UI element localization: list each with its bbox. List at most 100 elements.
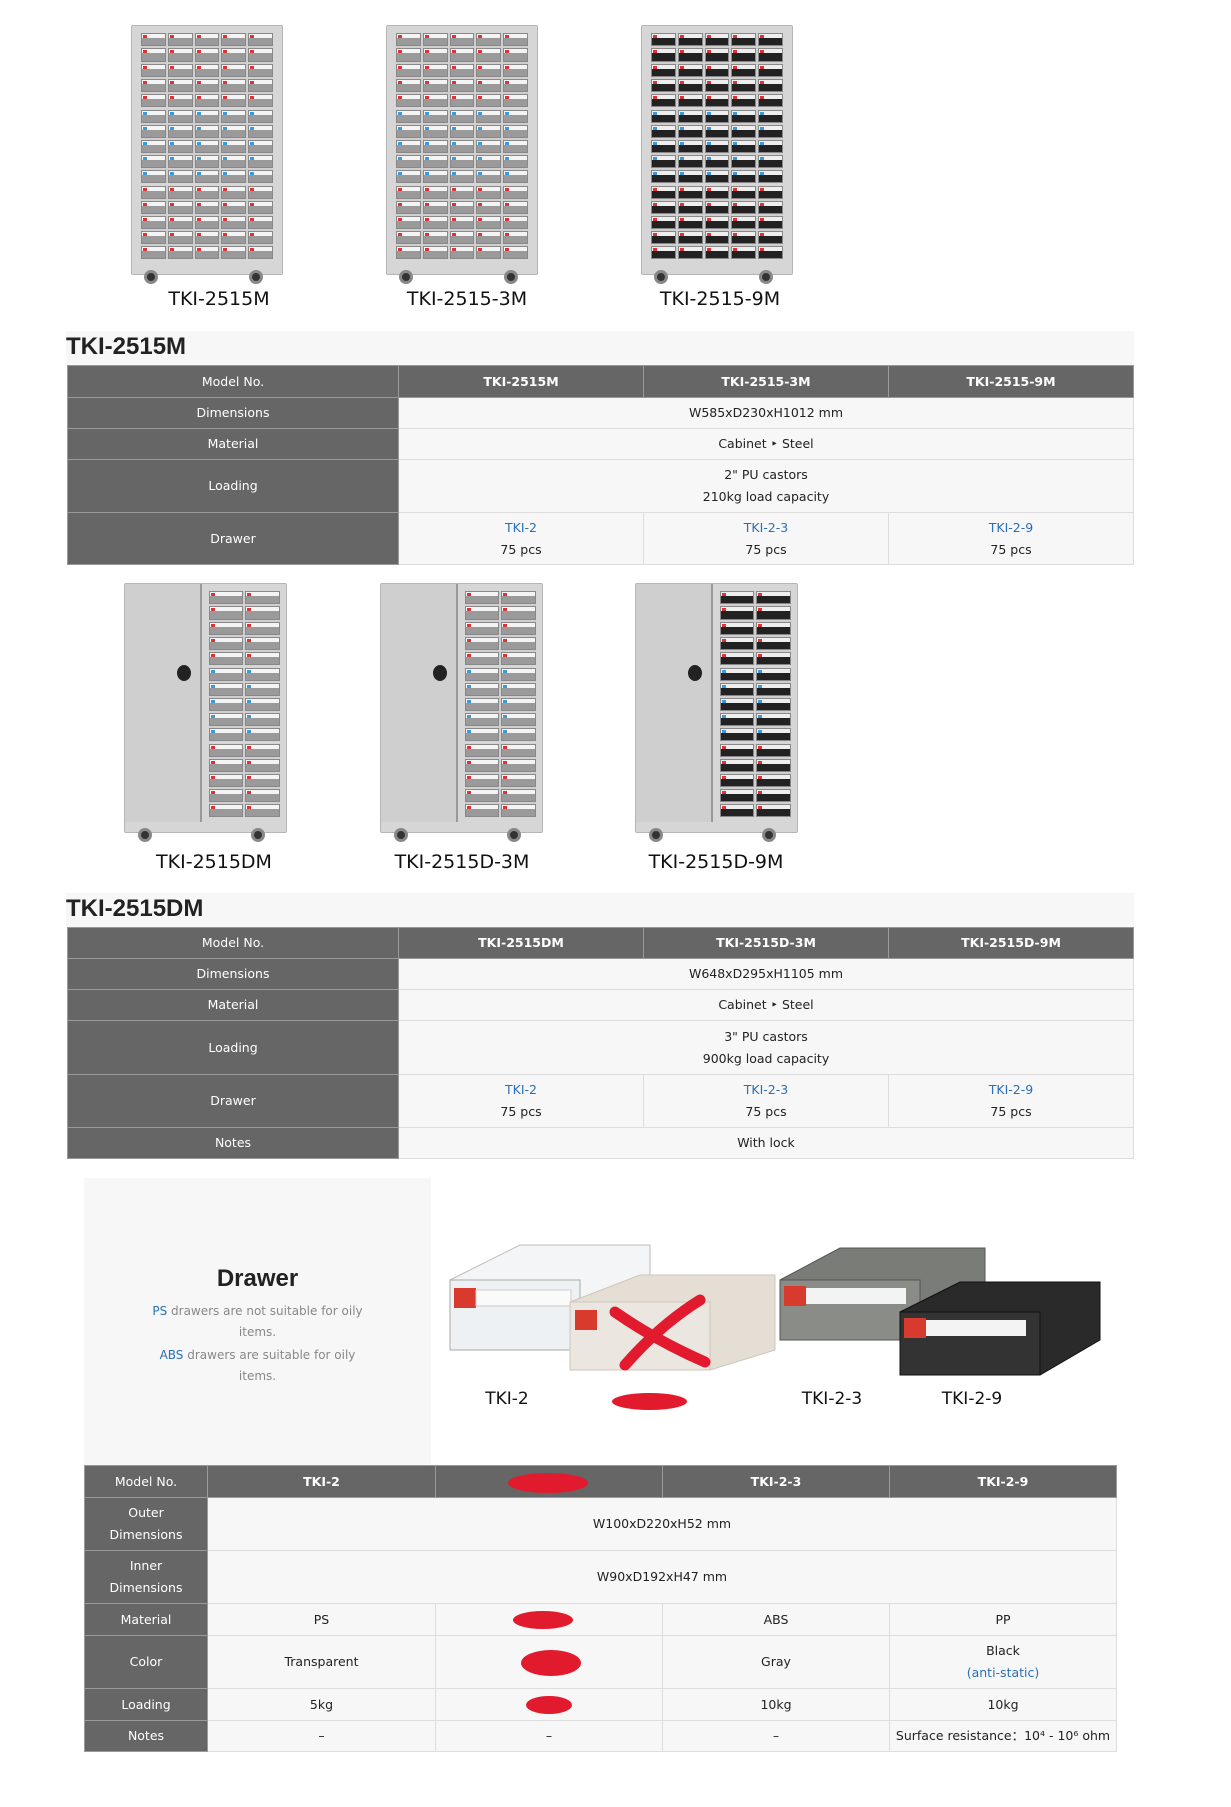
cabinet-drawer bbox=[503, 48, 528, 62]
abs-link[interactable]: ABS bbox=[159, 1348, 184, 1362]
cabinet-drawer bbox=[756, 789, 791, 803]
cabinet-image-tki-2515d-3m bbox=[380, 583, 543, 842]
cabinet-drawer bbox=[503, 109, 528, 123]
cabinet-drawer bbox=[476, 48, 502, 62]
cabinet-drawer bbox=[422, 124, 448, 138]
cabinet-drawer bbox=[731, 185, 757, 199]
cabinet-drawer bbox=[756, 727, 791, 741]
cabinet-drawer bbox=[141, 93, 166, 107]
cabinet-drawer bbox=[167, 231, 193, 245]
cabinet-drawer bbox=[464, 621, 500, 635]
drawer-link[interactable]: TKI-2-9 bbox=[988, 519, 1034, 535]
cabinet-drawer bbox=[464, 651, 500, 665]
cabinet-drawer bbox=[221, 216, 247, 230]
cabinet-drawer bbox=[221, 231, 247, 245]
redacted-cell bbox=[435, 1635, 663, 1689]
caster-wheel-icon bbox=[506, 828, 521, 842]
cabinet-drawer bbox=[449, 185, 475, 199]
cabinet-drawer bbox=[731, 93, 757, 107]
row-label-drawer: Drawer bbox=[67, 512, 399, 565]
cabinet-label: TKI-2515-3M bbox=[406, 288, 528, 310]
cabinet-drawer bbox=[719, 591, 755, 605]
cabinet-drawer bbox=[245, 591, 280, 605]
cabinet-drawer bbox=[503, 185, 528, 199]
header-model: TKI-2515D-3M bbox=[643, 927, 889, 959]
cabinet-drawer bbox=[194, 169, 220, 183]
drawer-section bbox=[396, 109, 528, 183]
cabinet-drawer bbox=[651, 200, 676, 214]
drawer-section bbox=[719, 591, 791, 665]
cabinet-drawer bbox=[677, 231, 703, 245]
cabinet-drawer bbox=[194, 231, 220, 245]
cabinet-drawer bbox=[167, 139, 193, 153]
notes-value: – bbox=[435, 1720, 663, 1752]
drawer-qty: 75 pcs bbox=[990, 1104, 1032, 1119]
cabinet-drawer bbox=[248, 216, 273, 230]
header-model-no: Model No. bbox=[67, 365, 399, 398]
cabinet-drawer bbox=[248, 109, 273, 123]
cabinet-drawer bbox=[756, 697, 791, 711]
row-label-material: Material bbox=[67, 428, 399, 460]
cabinet-drawer bbox=[141, 63, 166, 77]
cabinet-drawer bbox=[422, 109, 448, 123]
drawer-qty: 75 pcs bbox=[745, 1104, 787, 1119]
inner-dimensions-value: W90xD192xH47 mm bbox=[207, 1550, 1117, 1604]
drawer-link[interactable]: TKI-2-9 bbox=[988, 1082, 1034, 1097]
cabinet-image-tki-2515-3m bbox=[386, 25, 538, 284]
cabinet-drawer bbox=[208, 758, 244, 772]
drawer-link[interactable]: TKI-2 bbox=[505, 1082, 537, 1097]
cabinet-drawer bbox=[758, 246, 783, 260]
cabinet-drawer bbox=[167, 169, 193, 183]
cabinet-drawer bbox=[245, 712, 280, 726]
cabinet-drawer bbox=[677, 169, 703, 183]
drawer-qty: 75 pcs bbox=[500, 1104, 542, 1119]
color-value-black: Black(anti-static) bbox=[889, 1635, 1117, 1689]
cabinet-drawer bbox=[245, 697, 280, 711]
cabinet-drawer bbox=[248, 154, 273, 168]
cabinet-drawer bbox=[677, 78, 703, 92]
cabinet-drawer bbox=[141, 231, 166, 245]
cabinet-drawer bbox=[756, 774, 791, 788]
cabinet-drawer bbox=[396, 124, 421, 138]
cabinet-drawer bbox=[704, 124, 730, 138]
cabinet-drawer bbox=[464, 743, 500, 757]
cabinet-drawer bbox=[422, 93, 448, 107]
drawer-link[interactable]: TKI-2-3 bbox=[743, 1082, 789, 1097]
cabinet-drawer bbox=[248, 185, 273, 199]
cabinet-drawer bbox=[758, 78, 783, 92]
cabinet-drawer bbox=[422, 200, 448, 214]
cabinet-drawer bbox=[248, 124, 273, 138]
cabinet-drawer bbox=[449, 33, 475, 47]
cabinet-drawer bbox=[208, 697, 244, 711]
cabinet-drawer bbox=[704, 78, 730, 92]
drawer-info-panel: Drawer PS drawers are not suitable for o… bbox=[84, 1178, 431, 1465]
row-label-dimensions: Dimensions bbox=[67, 397, 399, 429]
drawer-grid bbox=[141, 33, 273, 260]
drawer-section bbox=[651, 33, 783, 107]
redaction-mark bbox=[513, 1611, 573, 1629]
caster-wheel-icon bbox=[137, 828, 152, 842]
cabinet-drawer bbox=[422, 63, 448, 77]
cabinet-drawer bbox=[464, 712, 500, 726]
cabinet-drawer bbox=[167, 63, 193, 77]
drawer-section bbox=[651, 109, 783, 183]
cabinet-drawer bbox=[208, 712, 244, 726]
drawer-link[interactable]: TKI-2-3 bbox=[743, 519, 789, 535]
cabinet-drawer bbox=[167, 246, 193, 260]
drawer-cell: TKI-2-9 75 pcs bbox=[888, 1074, 1134, 1128]
cabinet-drawer bbox=[422, 78, 448, 92]
cabinet-drawer bbox=[501, 758, 536, 772]
drawer-section bbox=[719, 667, 791, 741]
drawer-qty: 75 pcs bbox=[745, 541, 787, 557]
ps-link[interactable]: PS bbox=[152, 1304, 168, 1318]
drawer-link[interactable]: TKI-2 bbox=[505, 519, 537, 535]
cabinet-drawer bbox=[501, 804, 536, 818]
cabinet-drawer bbox=[677, 93, 703, 107]
cabinet-drawer bbox=[476, 139, 502, 153]
cabinet-drawer bbox=[449, 93, 475, 107]
cabinet-drawer bbox=[248, 139, 273, 153]
cabinet-drawer bbox=[719, 804, 755, 818]
